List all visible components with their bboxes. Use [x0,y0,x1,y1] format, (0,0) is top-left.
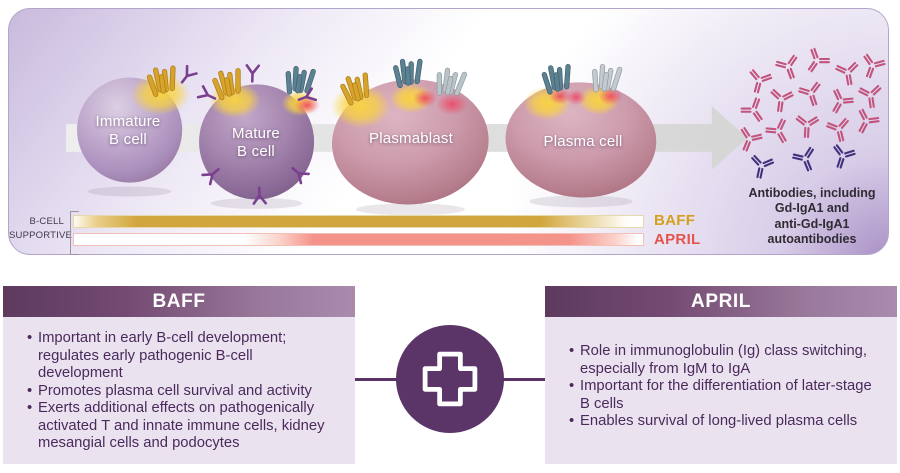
cell-shadows [87,186,633,216]
plasma-cell-illustration [505,62,657,198]
baff-info-panel: BAFF Important in early B-cell developme… [3,286,355,464]
april-bullet-list: Role in immunoglobulin (Ig) class switch… [569,343,883,431]
baff-bullet-list: Important in early B-cell development; r… [27,330,341,453]
plus-badge [396,325,504,433]
mature-bcell-illustration [196,64,321,205]
baff-panel-body: Important in early B-cell development; r… [3,317,355,453]
antibodies-caption: Antibodies, including Gd-IgA1 and anti-G… [748,186,876,246]
stage-label-plasmablast: Plasmablast [369,130,453,147]
april-panel-body: Role in immunoglobulin (Ig) class switch… [545,317,897,431]
plasmablast-illustration [330,57,489,205]
bcell-supportive-label: B-CELL SUPPORTIVE [9,216,73,241]
april-expression-bar [73,233,644,246]
april-bullet-2: Important for the differentiation of lat… [569,378,883,413]
baff-bullet-3: Exerts additional effects on pathogenica… [27,400,341,453]
baff-panel-title: BAFF [3,286,355,317]
april-panel-title: APRIL [545,286,897,317]
april-info-panel: APRIL Role in immunoglobulin (Ig) class … [545,286,897,464]
bcell-maturation-diagram: Immature B cell Mature B cell Plasmablas… [8,8,889,255]
axis-bracket [70,211,79,255]
april-bar-label: APRIL [654,231,701,248]
baff-bar-label: BAFF [654,212,696,229]
stage-label-immature-bcell: Immature B cell [95,113,161,148]
april-bullet-1: Role in immunoglobulin (Ig) class switch… [569,343,883,378]
immature-bcell-illustration [77,64,198,183]
antibody-scatter-icon [734,46,887,181]
baff-expression-bar [73,215,644,228]
cell-diagram-canvas [66,46,887,216]
plus-cross-icon [422,351,478,407]
stage-label-plasma-cell: Plasma cell [543,133,623,150]
baff-bullet-1: Important in early B-cell development; r… [27,330,341,383]
april-bullet-3: Enables survival of long-lived plasma ce… [569,413,883,431]
baff-bullet-2: Promotes plasma cell survival and activi… [27,383,341,401]
stage-label-mature-bcell: Mature B cell [232,125,280,160]
